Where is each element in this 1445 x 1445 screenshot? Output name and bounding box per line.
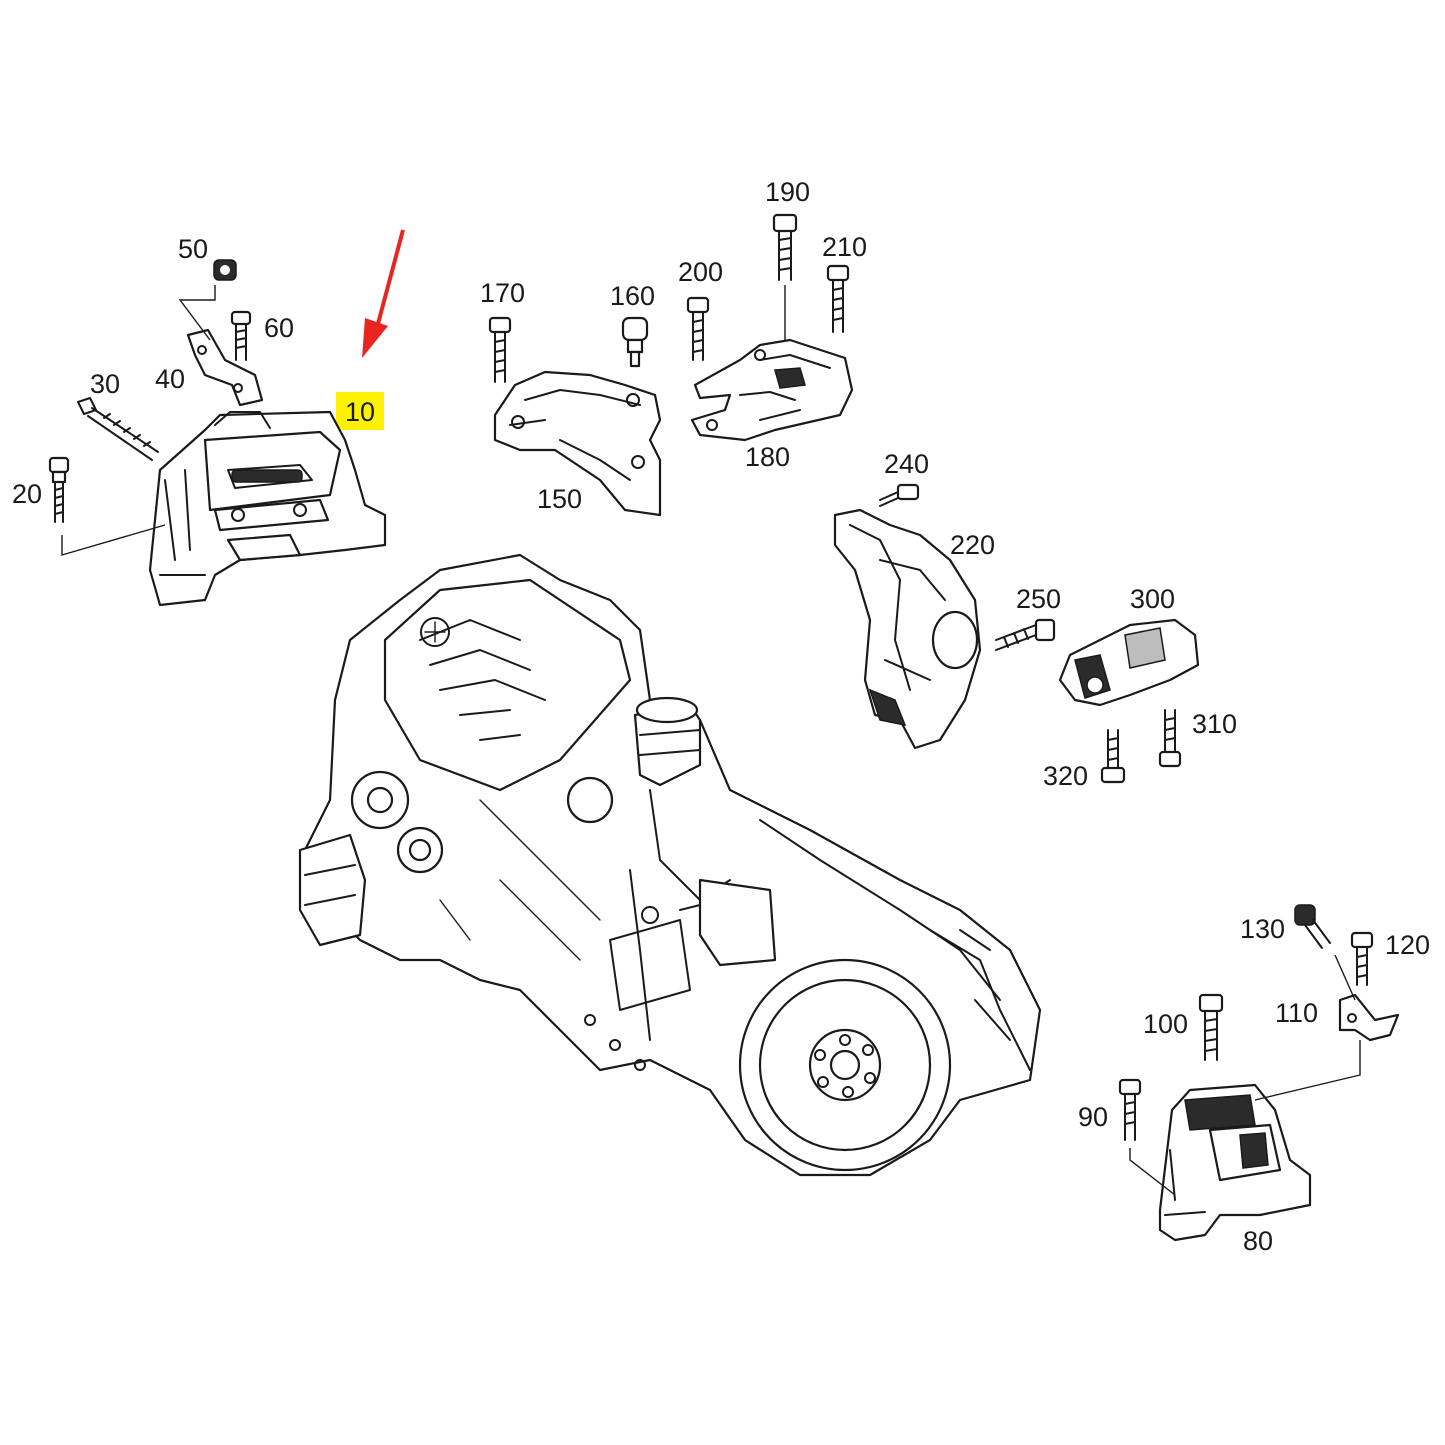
label-10: 10 (345, 397, 375, 427)
arrow-shaft (373, 229, 405, 336)
part-120-bolt[interactable] (1350, 931, 1374, 986)
label-130: 130 (1240, 914, 1285, 944)
part-190-bolt[interactable] (772, 213, 798, 281)
leader-90 (1129, 1148, 1176, 1196)
label-160: 160 (610, 281, 655, 311)
highlight-box (336, 392, 384, 430)
part-20-bolt[interactable] (48, 456, 70, 523)
engine-assembly (298, 553, 1042, 1177)
part-90-bolt[interactable] (1118, 1078, 1142, 1141)
part-180-mount[interactable] (690, 338, 854, 442)
part-40-bracket[interactable] (186, 328, 264, 407)
label-30: 30 (90, 369, 120, 399)
arrow-head (362, 318, 388, 358)
label-220: 220 (950, 530, 995, 560)
part-130-bolt[interactable] (1294, 904, 1331, 949)
label-50: 50 (178, 234, 208, 264)
part-50-nut[interactable] (213, 259, 237, 281)
label-240: 240 (884, 449, 929, 479)
label-210: 210 (822, 232, 867, 262)
label-250: 250 (1016, 584, 1061, 614)
part-100-bolt[interactable] (1198, 993, 1224, 1061)
leader-50 (178, 285, 216, 341)
part-160-pin[interactable] (621, 316, 649, 368)
label-180: 180 (745, 442, 790, 472)
leader-20 (61, 524, 166, 556)
label-90: 90 (1078, 1102, 1108, 1132)
label-60: 60 (264, 313, 294, 343)
part-310-bolt[interactable] (1158, 709, 1182, 768)
label-20: 20 (12, 479, 42, 509)
leader-130 (1334, 954, 1356, 1001)
part-250-bolt[interactable] (995, 618, 1056, 651)
label-310: 310 (1192, 709, 1237, 739)
part-220-bracket[interactable] (833, 508, 982, 750)
leader-110 (1254, 1040, 1361, 1101)
part-320-bolt[interactable] (1100, 729, 1126, 784)
label-80: 80 (1243, 1226, 1273, 1256)
part-170-bolt[interactable] (488, 316, 512, 383)
label-300: 300 (1130, 584, 1175, 614)
part-200-bolt[interactable] (686, 296, 710, 361)
label-200: 200 (678, 257, 723, 287)
part-80-transmission-mount[interactable] (1158, 1083, 1312, 1242)
part-210-bolt[interactable] (826, 264, 850, 333)
part-240-bolt[interactable] (879, 483, 920, 507)
label-100: 100 (1143, 1009, 1188, 1039)
pointer-arrow (362, 229, 405, 358)
part-110-bracket[interactable] (1338, 993, 1400, 1042)
label-170: 170 (480, 278, 525, 308)
label-320: 320 (1043, 761, 1088, 791)
part-30-through-bolt[interactable] (77, 397, 159, 461)
part-10-engine-mount[interactable] (148, 410, 387, 607)
label-120: 120 (1385, 930, 1430, 960)
label-110: 110 (1275, 998, 1318, 1028)
part-60-bolt[interactable] (230, 310, 252, 361)
part-300-mount[interactable] (1058, 618, 1200, 707)
label-40: 40 (155, 364, 185, 394)
label-190: 190 (765, 177, 810, 207)
part-150-mount-bracket[interactable] (493, 370, 662, 517)
label-150: 150 (537, 484, 582, 514)
